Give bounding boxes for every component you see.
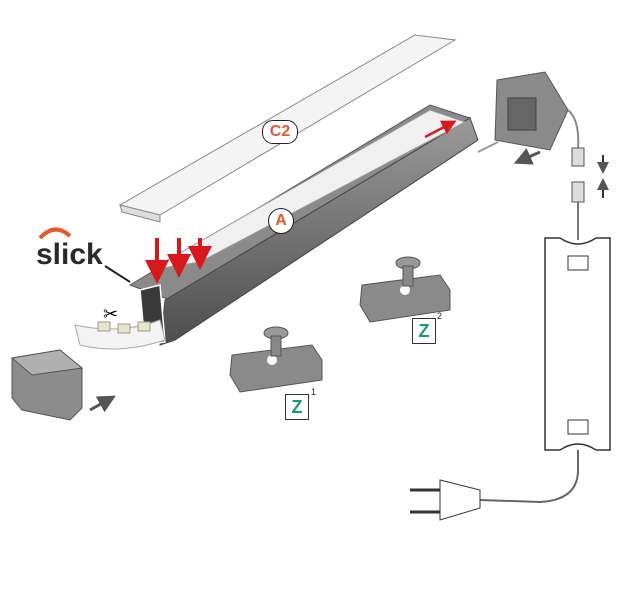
label-a: A xyxy=(268,208,294,234)
label-c2: C2 xyxy=(262,120,298,144)
slick-logo: slick xyxy=(36,227,131,283)
led-chip xyxy=(137,321,151,332)
clip1-index: 1 xyxy=(311,387,317,397)
profile-label-text: A xyxy=(275,212,287,229)
scissors-icon: ✂ xyxy=(103,304,118,324)
led-strip xyxy=(74,319,166,350)
cover-label-text: C2 xyxy=(269,123,291,140)
slick-logo-text: slick xyxy=(36,238,103,271)
power-plug xyxy=(410,479,481,521)
wire-connector xyxy=(571,147,609,240)
clip2-label-text: Z xyxy=(418,321,430,341)
label-z1: Z xyxy=(285,394,309,420)
led-chip xyxy=(117,323,131,334)
right-end-cap xyxy=(477,71,580,165)
led-chip xyxy=(97,321,111,332)
label-z2: Z xyxy=(412,318,436,344)
power-supply xyxy=(479,237,611,504)
left-end-cap xyxy=(10,349,116,421)
mounting-clip-1 xyxy=(229,326,323,393)
mounting-clip-2 xyxy=(359,256,451,323)
clip1-label-text: Z xyxy=(291,397,303,417)
insert-arrows xyxy=(145,120,457,284)
clip2-index: 2 xyxy=(437,311,443,321)
